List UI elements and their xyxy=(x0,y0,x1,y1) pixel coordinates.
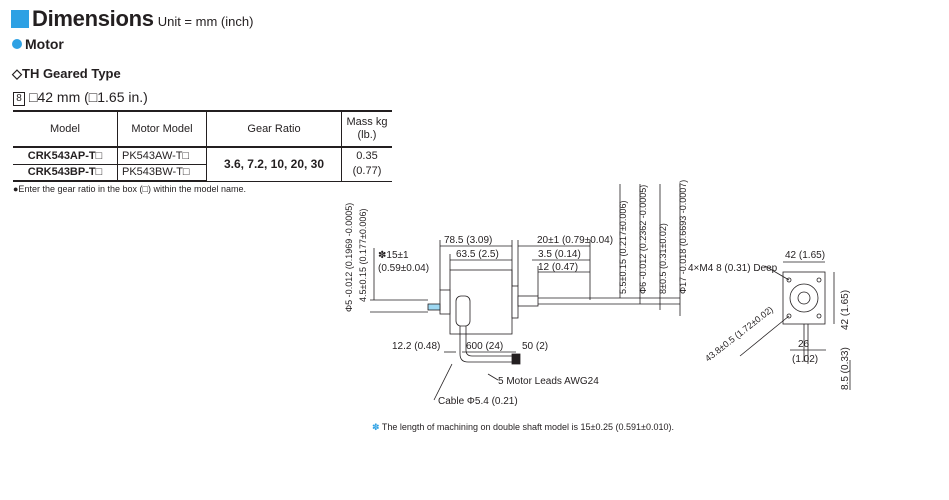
model-cell: CRK543BP-T□ xyxy=(13,163,118,182)
dim-42-side: 42 (1.65) xyxy=(840,290,851,330)
dim-50: 50 (2) xyxy=(522,341,548,352)
lead-ends xyxy=(511,353,521,365)
dim-20: 20±1 (0.79±0.04) xyxy=(537,235,613,246)
gear-ratio-cell: 3.6, 7.2, 10, 20, 30 xyxy=(206,146,342,182)
footnote-text: The length of machining on double shaft … xyxy=(381,422,674,432)
col-gear-ratio: Gear Ratio xyxy=(206,110,342,148)
dim-phi17: Φ17 -0.018 (0.6693 -0.0007) xyxy=(678,180,688,294)
blue-square-icon xyxy=(11,10,29,28)
gear-flange xyxy=(511,285,519,319)
shaft-circle xyxy=(797,291,811,305)
leads-label: 5 Motor Leads AWG24 xyxy=(498,376,599,387)
rear-shaft xyxy=(427,303,441,311)
type-heading: ◇TH Geared Type xyxy=(12,66,121,81)
dim-42-top: 42 (1.65) xyxy=(785,250,825,261)
table-header-row: Model Motor Model Gear Ratio Mass kg (lb… xyxy=(13,110,392,148)
rear-boss xyxy=(439,289,451,315)
cable-inner xyxy=(465,326,512,357)
thread-label: 4×M4 8 (0.31) Deep xyxy=(688,263,778,274)
dim-600: 600 (24) xyxy=(466,341,503,352)
dim-0.59: (0.59±0.04) xyxy=(378,263,429,274)
dim-78.5: 78.5 (3.09) xyxy=(444,235,492,246)
dim-26: 26 xyxy=(798,339,810,350)
frame-badge: 8 xyxy=(13,92,25,106)
blue-dot-icon xyxy=(12,39,22,49)
spec-table: Model Motor Model Gear Ratio Mass kg (lb… xyxy=(13,110,392,182)
mount-hole xyxy=(816,313,822,319)
frame-size: 8□42 mm (□1.65 in.) xyxy=(13,89,148,106)
table-row: CRK543AP-T□ PK543AW-T□ 3.6, 7.2, 10, 20,… xyxy=(13,146,392,182)
dim-5.5: 5.5±0.15 (0.217±0.006) xyxy=(618,201,628,294)
dim-63.5: 63.5 (2.5) xyxy=(456,249,499,260)
cable-label: Cable Φ5.4 (0.21) xyxy=(438,396,518,407)
page-title: Dimensions xyxy=(32,6,154,31)
dim-8.5: 8.5 (0.33) xyxy=(840,347,851,390)
dim-phi6: Φ6 -0.012 (0.2362 -0.0005) xyxy=(638,185,648,294)
mount-hole xyxy=(786,313,792,319)
dim-8: 8±0.5 (0.31±0.02) xyxy=(658,223,668,294)
dim-15: ✽15±1 xyxy=(378,250,409,261)
model-cell: CRK543AP-T□ xyxy=(13,146,118,165)
cable-gland xyxy=(455,295,471,327)
dim-12.2: 12.2 (0.48) xyxy=(392,341,440,352)
table-row: CRK543BP-T□ PK543BW-T□ xyxy=(13,163,392,182)
cable xyxy=(459,326,512,363)
unit-label: Unit = mm (inch) xyxy=(157,14,254,29)
motor-model-cell: PK543BW-T□ xyxy=(117,163,207,182)
table-note: ●Enter the gear ratio in the box (□) wit… xyxy=(13,184,246,194)
footnote: ✽ The length of machining on double shaf… xyxy=(372,422,674,433)
output-shaft xyxy=(517,295,539,307)
dim-12: 12 (0.47) xyxy=(538,262,578,273)
dim-3.5: 3.5 (0.14) xyxy=(538,249,581,260)
col-motor-model: Motor Model xyxy=(117,110,207,148)
end-cable xyxy=(803,324,809,364)
col-mass: Mass kg (lb.) xyxy=(341,110,392,148)
dim-43.8: 43.8±0.5 (1.72±0.02) xyxy=(703,304,775,363)
col-model: Model xyxy=(13,110,118,148)
dim-phi5: Φ5 -0.012 (0.1969 -0.0005) xyxy=(344,203,354,312)
mount-hole xyxy=(786,277,792,283)
asterisk-icon: ✽ xyxy=(372,422,380,432)
mount-hole xyxy=(816,277,822,283)
motor-heading: Motor xyxy=(12,36,64,52)
dim-1.02: (1.02) xyxy=(792,354,818,365)
dim-4.5: 4.5±0.15 (0.177±0.006) xyxy=(358,209,368,302)
mass-cell: 0.35(0.77) xyxy=(341,146,392,182)
